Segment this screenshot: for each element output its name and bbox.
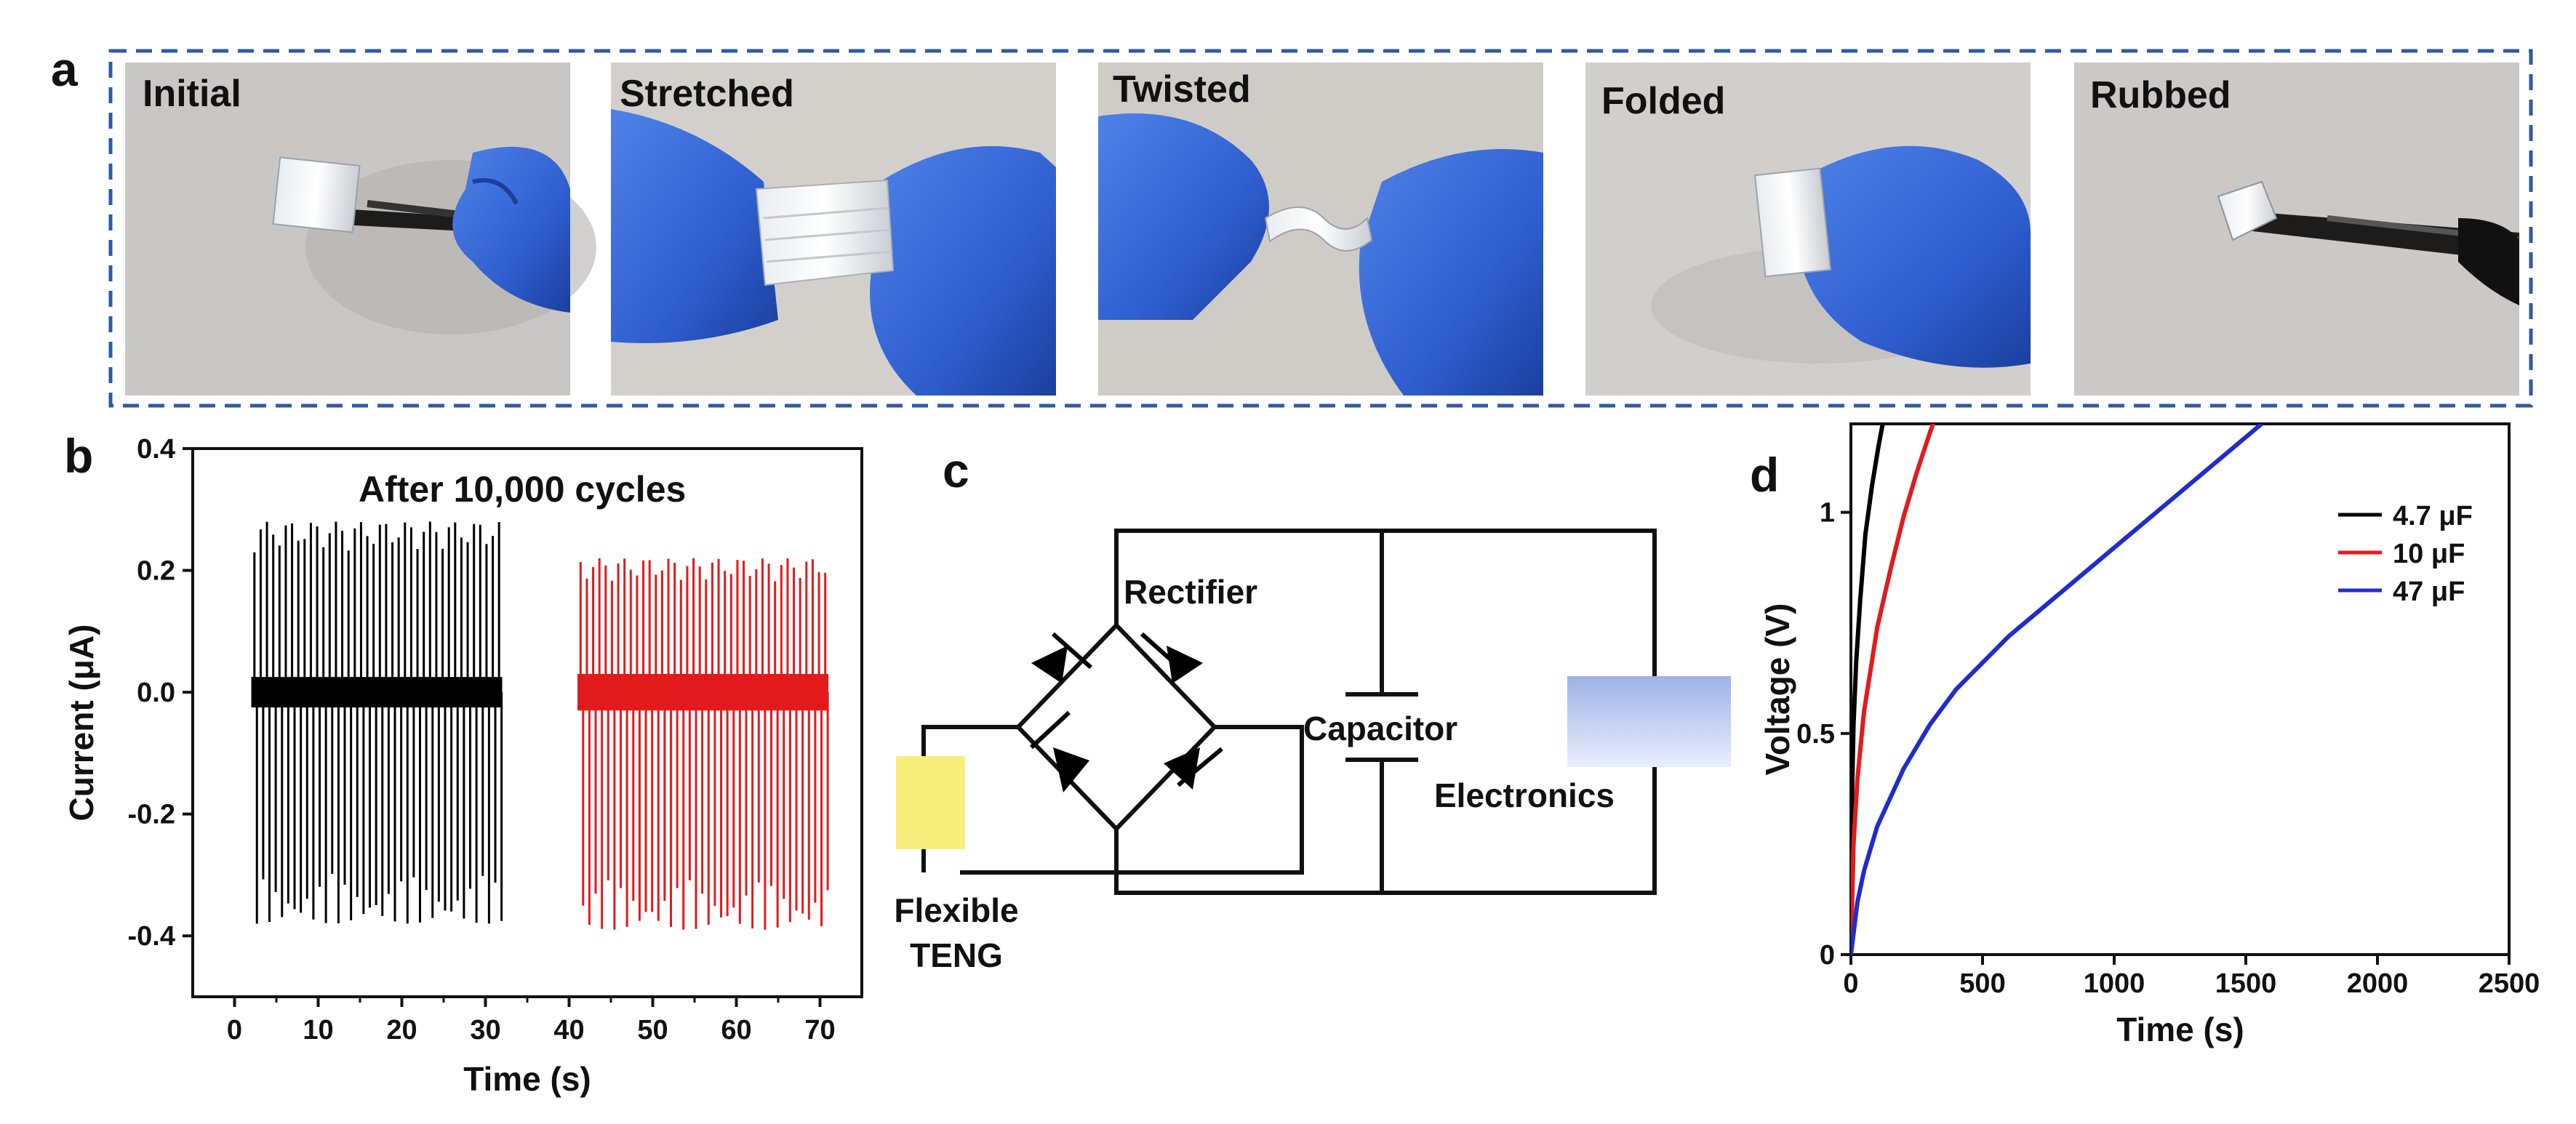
photo-rubbed: Rubbed: [2074, 63, 2520, 396]
chart-b-ytick-label: 0.0: [137, 678, 175, 708]
photo-stretched: Stretched: [611, 63, 1056, 396]
diode-top-right: [1167, 646, 1203, 683]
chart-d-ylabel: Voltage (V): [1759, 603, 1796, 776]
chart-b-xtick-label: 30: [470, 1015, 500, 1045]
chart-d-legend-label: 10 μF: [2393, 539, 2465, 569]
chart-d-xtick-label: 500: [1959, 968, 2005, 999]
chart-b-ylabel: Current (μA): [63, 625, 100, 822]
chart-d-ytick-label: 1: [1820, 498, 1835, 529]
capacitor-label: Capacitor: [1303, 710, 1457, 747]
photo-label-stretched: Stretched: [620, 73, 794, 115]
chart-d-xtick-label: 1000: [2084, 968, 2145, 999]
chart-b-xtick-label: 0: [227, 1015, 242, 1045]
chart-d-ytick-label: 0.5: [1796, 719, 1835, 750]
chart-d-xtick-label: 1500: [2215, 968, 2277, 999]
diode-bottom-left: [1053, 747, 1089, 792]
chart-d-xtick-label: 0: [1843, 968, 1858, 999]
chart-d-frame: [1849, 422, 2511, 956]
photo-twisted: Twisted: [1098, 63, 1543, 396]
chart-b-ytick-label: 0.4: [137, 434, 175, 465]
teng-label-line2: TENG: [910, 936, 1003, 974]
diodes: [1029, 632, 1223, 792]
panel-letter-b: b: [64, 429, 93, 483]
capacitor-symbol: [1345, 531, 1418, 893]
chart-b-series-0: [251, 521, 503, 924]
chart-d-legend-label: 4.7 μF: [2393, 501, 2473, 531]
panel-a-frame: [108, 49, 2533, 408]
chart-d: 0 500 1000 1500 2000 2500 0 0.5 1 4.7 μF 10 μF 47 μ…: [1759, 422, 2540, 1048]
chart-d-xlabel: Time (s): [2116, 1011, 2244, 1048]
photo-label-twisted: Twisted: [1113, 68, 1251, 111]
chart-d-xtick-label: 2500: [2479, 968, 2540, 999]
teng-label-line1: Flexible: [894, 891, 1018, 929]
chart-b-xtick-label: 40: [553, 1015, 584, 1045]
chart-b-ytick-label: 0.2: [137, 556, 175, 587]
chart-b-xtick-label: 20: [386, 1015, 417, 1045]
chart-b: 0 10 20 30 40 50 60 70 -0.4 -0.2 0.0 0.2 0.4 After 1…: [63, 434, 863, 1098]
diode-bottom-right: [1164, 747, 1200, 790]
chart-d-series-0: [1851, 424, 1885, 955]
chart-b-xtick-label: 70: [804, 1015, 835, 1045]
panel-letter-c: c: [943, 443, 969, 497]
photo-label-folded: Folded: [1601, 80, 1725, 122]
chart-b-xtick-label: 60: [721, 1015, 751, 1045]
chart-b-xtick-label: 50: [637, 1015, 668, 1045]
chart-d-series-1: [1851, 424, 1936, 955]
chart-d-ytick-label: 0: [1820, 940, 1835, 971]
chart-b-series-1: [577, 558, 829, 930]
chart-b-xtick-label: 10: [303, 1015, 333, 1045]
panel-letter-d: d: [1750, 448, 1779, 502]
photo-initial: Initial: [125, 63, 596, 396]
chart-d-legend-label: 47 μF: [2393, 577, 2465, 607]
chart-b-ytick-label: -0.2: [128, 800, 175, 830]
chart-d-series-2: [1851, 424, 2263, 955]
chart-b-annotation: After 10,000 cycles: [359, 469, 686, 510]
input-wires: [921, 725, 1304, 875]
photo-folded: Folded: [1585, 63, 2031, 396]
rectifier-label: Rectifier: [1124, 573, 1257, 611]
diode-top-left: [1031, 646, 1068, 683]
chart-b-ytick-label: -0.4: [128, 921, 175, 952]
photo-label-rubbed: Rubbed: [2090, 74, 2231, 116]
circuit-diagram: [921, 529, 1657, 895]
electronics-label: Electronics: [1434, 776, 1615, 814]
chart-b-xlabel: Time (s): [463, 1060, 591, 1098]
panel-letter-a: a: [51, 42, 79, 96]
teng-block: [896, 756, 965, 849]
chart-d-xtick-label: 2000: [2347, 968, 2409, 999]
electronics-block: [1567, 676, 1731, 767]
photo-label-initial: Initial: [143, 73, 241, 115]
